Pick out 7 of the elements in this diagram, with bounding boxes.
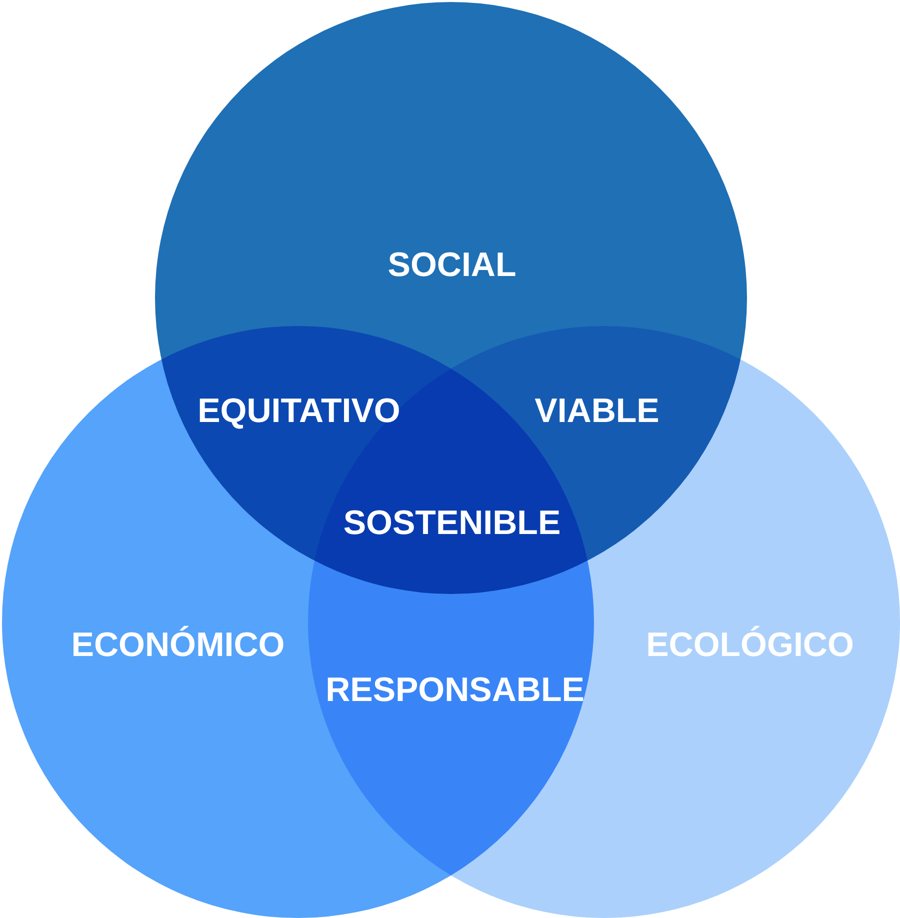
region-label: VIABLE <box>534 394 660 428</box>
circle-label: ECOLÓGICO <box>646 628 854 662</box>
region-label: EQUITATIVO <box>198 394 400 428</box>
circle-label: ECONÓMICO <box>71 628 285 662</box>
region-label: SOSTENIBLE <box>343 506 561 540</box>
circle-label: SOCIAL <box>388 248 516 282</box>
region-label: RESPONSABLE <box>326 673 584 707</box>
